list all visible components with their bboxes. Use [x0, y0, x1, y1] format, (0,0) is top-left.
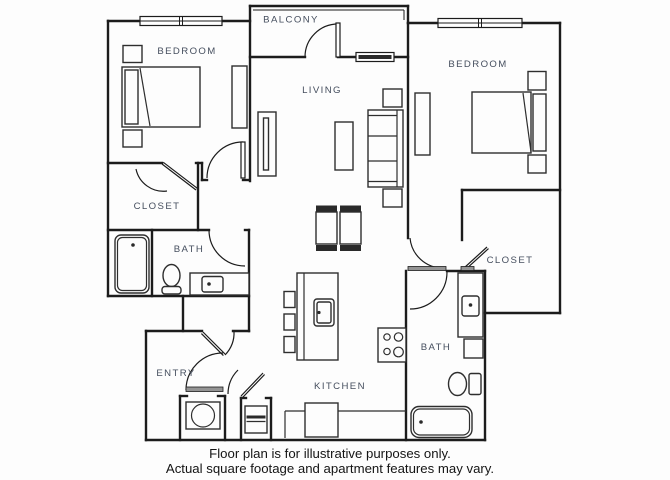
tv-console-icon	[257, 111, 277, 177]
room-label-bath-left: BATH	[174, 244, 204, 255]
toilet-icon	[447, 371, 482, 397]
room-label-bath-right: BATH	[421, 342, 451, 353]
disclaimer-line-1: Floor plan is for illustrative purposes …	[209, 446, 451, 461]
windows	[139, 15, 523, 63]
room-label-closet-right: CLOSET	[487, 255, 534, 266]
dining-set-icon	[315, 205, 362, 251]
bath-right-door	[409, 271, 448, 310]
bar-stool-icon	[283, 313, 296, 331]
end-table-icon	[382, 88, 403, 108]
disclaimer-line-2: Actual square footage and apartment feat…	[166, 461, 494, 476]
coffee-table-icon	[334, 121, 354, 171]
room-label-entry: ENTRY	[156, 368, 195, 379]
dryer-icon	[244, 405, 268, 434]
closet-right-door	[460, 246, 489, 271]
dresser-icon	[414, 92, 431, 156]
room-labels: BALCONY BEDROOM BEDROOM LIVING CLOSET BA…	[134, 15, 534, 393]
living-window	[355, 51, 395, 63]
bedroom-left-door	[206, 141, 246, 179]
end-table-icon	[382, 188, 403, 208]
furniture	[114, 44, 547, 439]
room-label-living: LIVING	[302, 85, 342, 96]
bath-left-door	[208, 229, 246, 267]
bed-left-icon	[121, 66, 201, 128]
bedroom-left-window	[139, 15, 223, 27]
bar-stool-icon	[283, 290, 296, 309]
bathtub-icon	[114, 234, 150, 294]
toilet-icon	[161, 263, 182, 295]
stove-icon	[377, 327, 407, 363]
entry-door	[185, 352, 224, 392]
room-label-balcony: BALCONY	[263, 15, 319, 26]
bedroom-right-hall-door	[407, 237, 447, 271]
kitchen-island-icon	[296, 272, 339, 361]
room-label-closet-left: CLOSET	[134, 201, 181, 212]
room-label-bedroom-left: BEDROOM	[157, 46, 216, 57]
bar-stool-icon	[283, 335, 296, 354]
washer-icon	[185, 401, 221, 430]
balcony-door	[304, 22, 341, 58]
vanity-sink-icon	[189, 272, 250, 296]
bedroom-right-window	[437, 17, 523, 29]
dresser-icon	[231, 65, 248, 129]
nightstand-icon	[122, 44, 143, 64]
sofa-icon	[367, 109, 404, 188]
nightstand-icon	[527, 154, 547, 174]
nightstand-icon	[527, 70, 547, 91]
vestibule-door	[200, 330, 235, 357]
bathtub-icon	[410, 405, 473, 439]
nightstand-icon	[122, 129, 143, 148]
vanity-sink-icon	[457, 272, 484, 359]
closet-left-door	[135, 161, 198, 192]
room-label-kitchen: KITCHEN	[314, 381, 366, 392]
entry-closet-door	[227, 369, 266, 398]
kitchen-counter	[284, 402, 406, 438]
doors	[135, 22, 489, 398]
room-label-bedroom-right: BEDROOM	[448, 59, 507, 70]
dishwasher-icon	[304, 402, 339, 438]
disclaimer: Floor plan is for illustrative purposes …	[166, 446, 494, 476]
bed-right-icon	[471, 91, 547, 154]
